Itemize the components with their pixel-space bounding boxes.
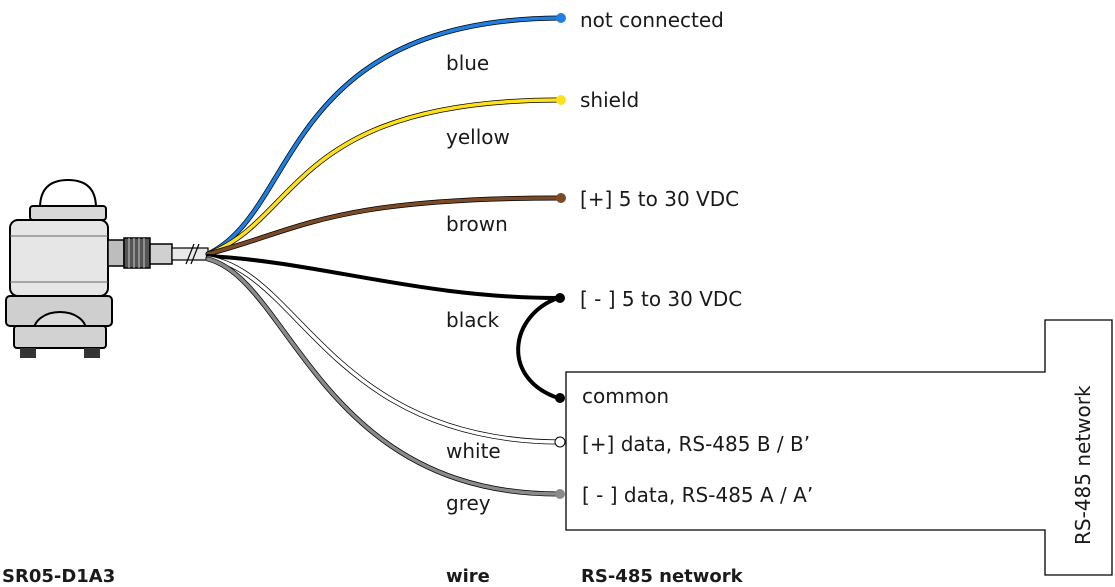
wire-label-brown: brown: [446, 212, 508, 236]
wire-bundle: [205, 15, 563, 497]
terminal-dot-black: [555, 293, 565, 303]
wire-label-yellow: yellow: [446, 125, 510, 149]
terminal-label-black: [ - ] 5 to 30 VDC: [580, 287, 742, 311]
wire-label-black: black: [446, 308, 500, 332]
terminal-dot-white: [554, 436, 566, 448]
network-terminal-box: [565, 319, 1113, 576]
white-wire: [206, 256, 560, 444]
blue-wire: [206, 16, 562, 256]
terminal-dots: [554, 13, 566, 499]
pyranometer-sensor-icon: [5, 178, 209, 358]
footer-device-label: SR05-D1A3: [2, 566, 115, 587]
footer-network-label: RS-485 network: [581, 566, 744, 587]
terminal-label-brown: [+] 5 to 30 VDC: [580, 187, 739, 211]
black-jumper: [516, 296, 560, 400]
terminal-dot-blue: [556, 13, 566, 23]
yellow-wire: [206, 98, 562, 256]
terminal-label-grey: [ - ] data, RS-485 A / A’: [582, 483, 813, 507]
terminal-label-yellow: shield: [580, 88, 639, 112]
terminal-dot-brown: [556, 193, 566, 203]
wire-label-blue: blue: [446, 51, 489, 75]
terminal-dot-common: [555, 393, 565, 403]
network-side-label: RS-485 network: [1071, 385, 1095, 545]
black-wire: [206, 254, 560, 300]
terminal-dot-grey: [555, 489, 565, 499]
terminal-label-common: common: [582, 384, 669, 408]
wire-label-grey: grey: [446, 491, 491, 515]
footer-wire-label: wire: [446, 566, 490, 587]
terminal-dot-yellow: [556, 95, 566, 105]
terminal-label-blue: not connected: [580, 8, 724, 32]
grey-wire: [206, 257, 560, 496]
brown-wire: [206, 196, 562, 256]
wire-label-white: white: [446, 439, 501, 463]
terminal-label-white: [+] data, RS-485 B / B’: [582, 432, 810, 456]
